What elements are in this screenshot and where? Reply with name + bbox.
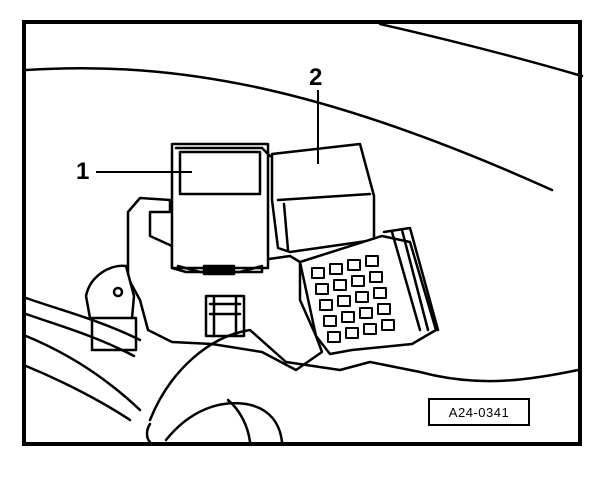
small-connector <box>204 294 246 338</box>
lower-shroud <box>148 328 580 422</box>
harness-strip <box>24 296 142 342</box>
reference-code: A24-0341 <box>428 398 530 426</box>
callout-1: 1 <box>76 158 90 185</box>
callout-2: 2 <box>309 64 323 91</box>
dash-curve-upper <box>24 66 554 192</box>
dash-curve-top-right <box>378 22 584 78</box>
mounting-bracket <box>126 196 324 372</box>
left-clip <box>84 264 136 322</box>
